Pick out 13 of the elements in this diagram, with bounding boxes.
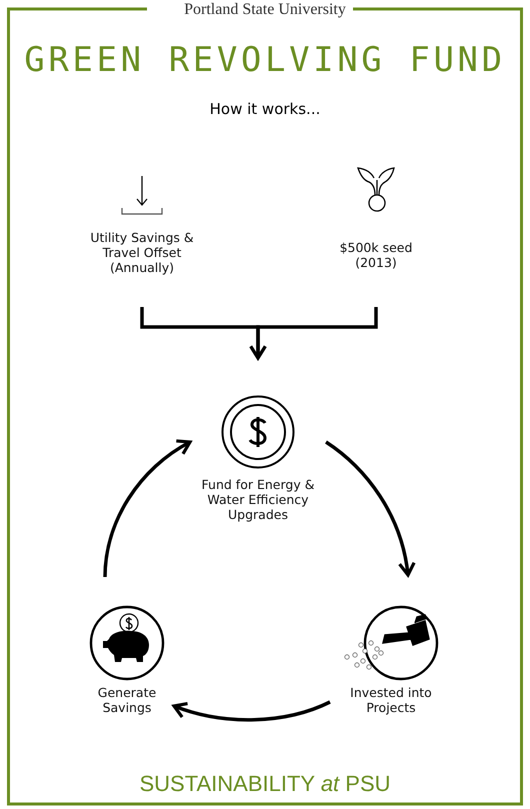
footer-text: SUSTAINABILITY at PSU [139, 771, 391, 796]
node-label: $500k seed (2013) [338, 240, 414, 270]
node-label: Fund for Energy & Water Efficiency Upgrades [200, 477, 316, 522]
arrow [249, 307, 378, 360]
node-label: Invested into Projects [349, 685, 433, 715]
subtitle: How it works... [210, 100, 320, 118]
arrow [172, 700, 331, 722]
node-label: Utility Savings & Travel Offset (Annually) [89, 230, 195, 275]
title: GREEN REVOLVING FUND [24, 40, 506, 80]
header-text: Portland State University [184, 1, 346, 18]
node-label: Generate Savings [96, 685, 158, 715]
arrow [103, 440, 192, 578]
arrow [325, 440, 416, 577]
